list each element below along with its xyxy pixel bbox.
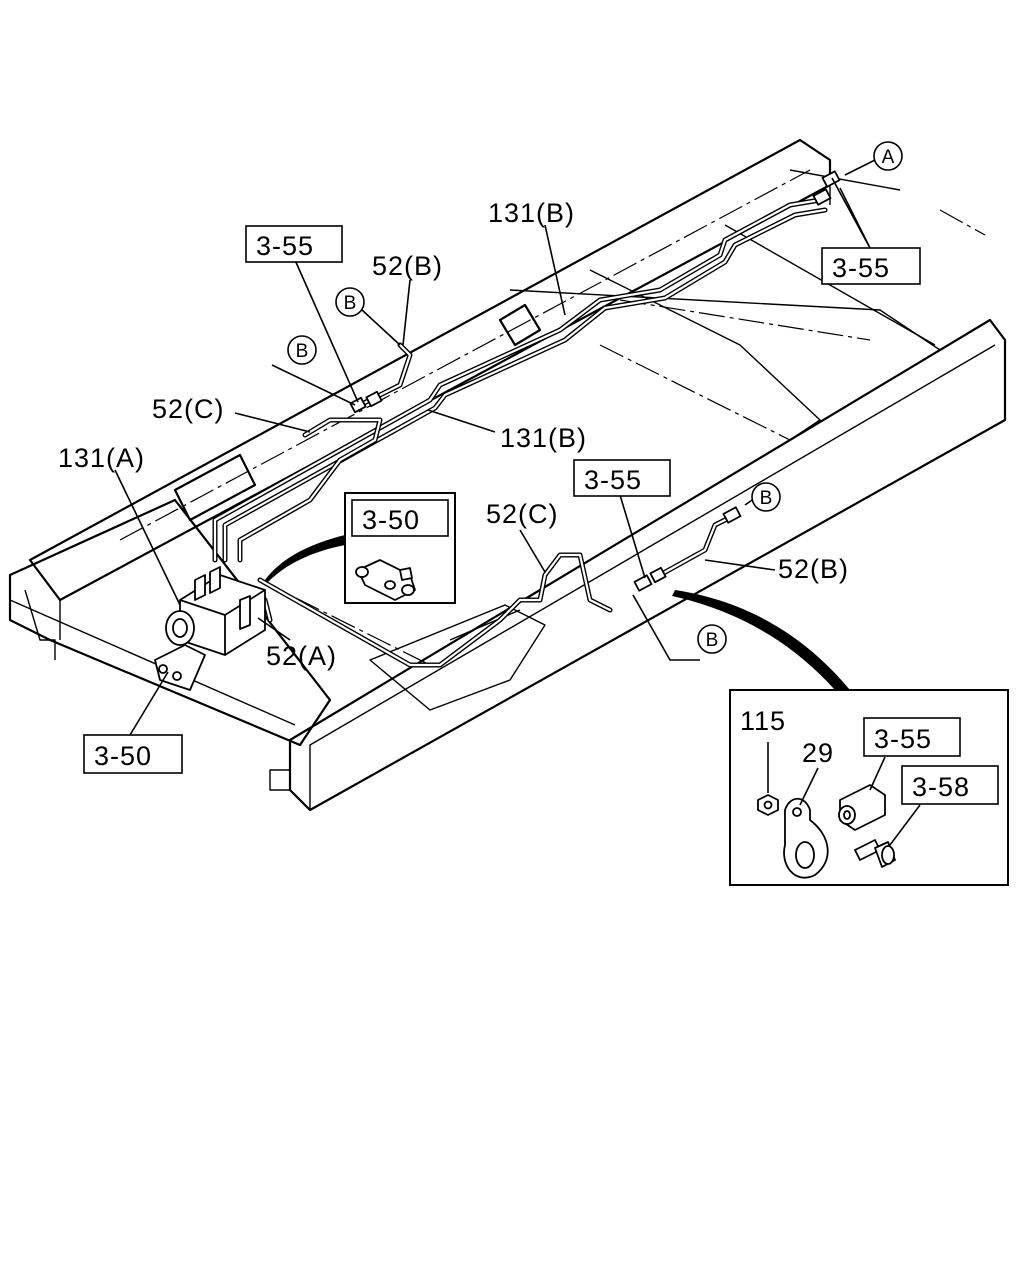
brake-pipes	[212, 170, 841, 668]
svg-text:B: B	[706, 630, 719, 651]
label-52c-mid: 52(C)	[486, 499, 559, 529]
svg-text:3-50: 3-50	[94, 741, 152, 771]
label-131a: 131(A)	[58, 443, 145, 473]
label-52b-top: 52(B)	[372, 251, 443, 281]
label-29: 29	[802, 738, 834, 768]
svg-text:3-55: 3-55	[832, 253, 890, 283]
svg-text:A: A	[882, 147, 895, 168]
hydraulic-unit-assembly	[154, 566, 266, 691]
svg-text:3-55: 3-55	[256, 231, 314, 261]
ref-3-55-mid: 3-55	[573, 459, 671, 497]
svg-text:3-50: 3-50	[362, 505, 420, 535]
label-52a: 52(A)	[266, 641, 337, 671]
svg-text:3-55: 3-55	[584, 465, 642, 495]
svg-text:B: B	[760, 488, 773, 509]
ref-3-58-inset: 3-58	[901, 765, 999, 805]
svg-text:B: B	[344, 293, 357, 314]
label-131b-mid: 131(B)	[500, 423, 587, 453]
label-115: 115	[740, 706, 786, 736]
sweep-arrow-inset-350	[265, 535, 345, 582]
marker-b-bottom: B	[697, 624, 727, 654]
sweep-arrow-clamp-detail	[672, 590, 850, 690]
label-52b-right: 52(B)	[778, 554, 849, 584]
label-52c-left: 52(C)	[152, 394, 225, 424]
ref-3-50-inset: 3-50	[351, 499, 449, 537]
marker-a-top-right: A	[873, 141, 903, 171]
marker-b-top-2: B	[287, 335, 317, 365]
svg-text:3-55: 3-55	[874, 724, 932, 754]
svg-text:B: B	[296, 341, 309, 362]
label-131b-top: 131(B)	[488, 198, 575, 228]
leader-lines	[114, 159, 921, 846]
ref-3-55-top-right: 3-55	[821, 247, 921, 285]
ref-3-50-bottom: 3-50	[83, 734, 183, 774]
svg-text:3-58: 3-58	[912, 772, 970, 802]
ref-3-55-top-left: 3-55	[245, 225, 343, 263]
ref-3-55-inset: 3-55	[863, 717, 961, 757]
marker-b-right: B	[751, 482, 781, 512]
marker-b-top-1: B	[335, 287, 365, 317]
